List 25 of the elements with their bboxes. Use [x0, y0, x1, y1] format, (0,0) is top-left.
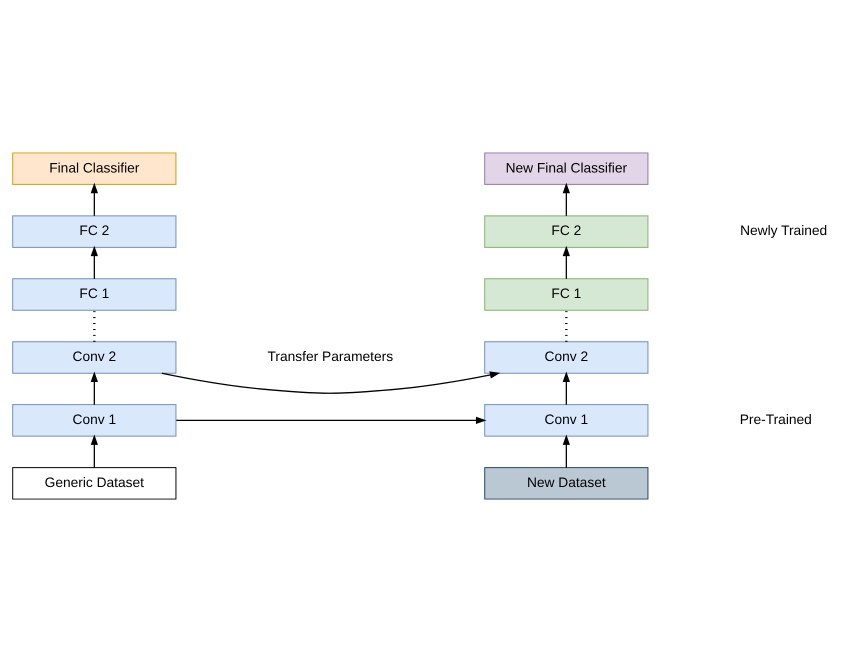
- label: Pre-Trained: [740, 412, 812, 427]
- node-box: Conv 2: [484, 340, 648, 374]
- node-box: FC 1: [484, 278, 648, 310]
- node-box: Final Classifier: [12, 152, 176, 184]
- label: Newly Trained: [740, 222, 828, 238]
- node-box: FC 2: [484, 214, 648, 248]
- arrow: [562, 245, 570, 278]
- node-box: Conv 1: [12, 404, 176, 436]
- node-box: Conv 2: [12, 340, 176, 374]
- label: Transfer Parameters: [268, 348, 394, 364]
- arrow: [90, 371, 98, 404]
- arrow: [90, 434, 98, 468]
- node-box: New Final Classifier: [484, 152, 648, 184]
- node-box: Generic Dataset: [12, 466, 176, 500]
- node-box: Conv 1: [484, 404, 648, 436]
- node-box: New Dataset: [484, 466, 648, 500]
- arrow: [176, 416, 486, 424]
- arrow: [562, 182, 570, 216]
- arrow: [90, 182, 98, 216]
- node-box: FC 2: [12, 214, 176, 248]
- arrow: [162, 370, 500, 394]
- arrow: [90, 245, 98, 278]
- node-box: FC 1: [12, 278, 176, 310]
- arrow: [562, 371, 570, 404]
- arrow: [562, 434, 570, 468]
